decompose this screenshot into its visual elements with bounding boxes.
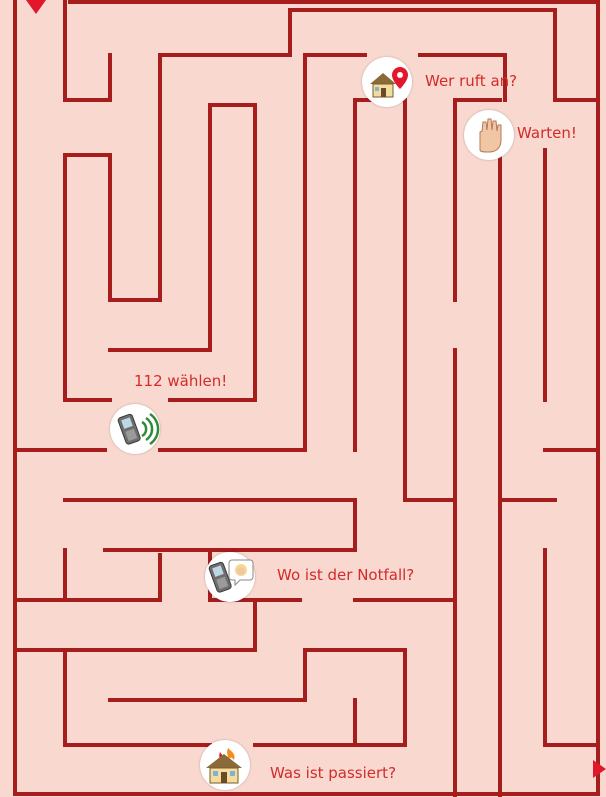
house-location-icon: [362, 57, 412, 107]
label-was-ist-passiert: Was ist passiert?: [270, 766, 396, 781]
stop-hand-icon: [464, 110, 514, 160]
label-wo-ist-der-notfall: Wo ist der Notfall?: [277, 568, 414, 583]
start-marker-icon: [26, 0, 46, 14]
label-warten: Warten!: [517, 126, 577, 141]
phone-person-icon: [205, 552, 255, 602]
house-fire-icon: [200, 740, 250, 790]
phone-calling-icon: [110, 404, 160, 454]
label-112-waehlen: 112 wählen!: [134, 374, 227, 389]
label-wer-ruft-an: Wer ruft an?: [425, 74, 517, 89]
